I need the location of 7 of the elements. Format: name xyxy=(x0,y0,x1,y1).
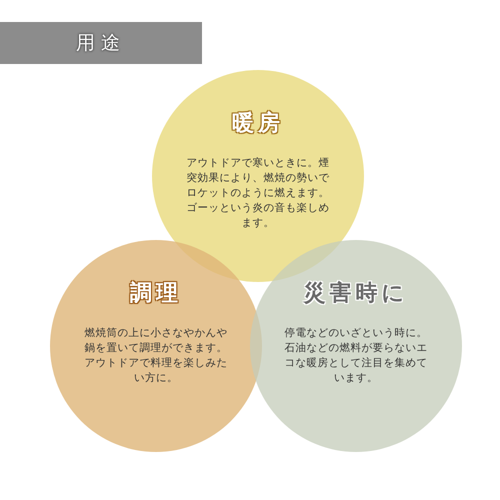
topic-heading: 災害時に xyxy=(302,280,410,308)
topic-heading: 調理 xyxy=(129,280,183,308)
topic-heading: 暖房 xyxy=(231,110,285,138)
description-text: 燃焼筒の上に小さなやかんや鍋を置いて調理ができます。アウトドアで料理を楽しみたい方に。 xyxy=(84,326,228,386)
title-banner: 用途 xyxy=(0,22,202,64)
description-text: 停電などのいざという時に。石油などの燃料が要らないエコな暖房として注目を集めています。 xyxy=(284,326,428,386)
description-text: アウトドアで寒いときに。煙突効果により、燃焼の勢いでロケットのように燃えます。ゴーッという炎の音も楽しめます。 xyxy=(186,156,330,231)
